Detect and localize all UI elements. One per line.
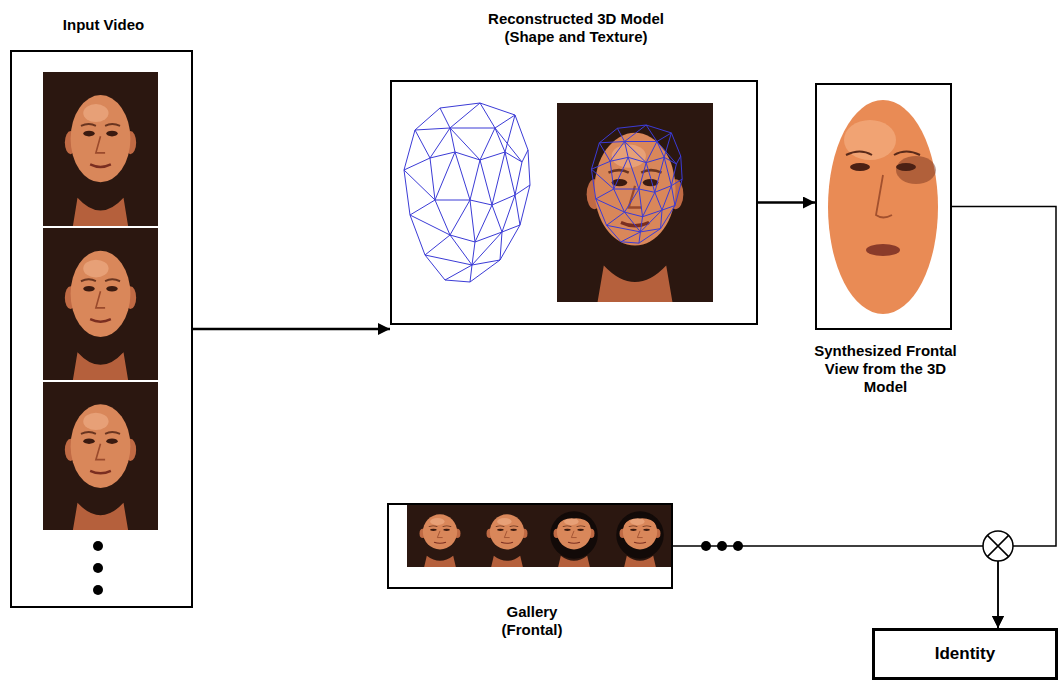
synthesized-face	[828, 100, 938, 314]
gallery-faces	[407, 505, 673, 567]
match-operator	[983, 531, 1013, 561]
flow-arrow	[193, 328, 390, 331]
video-frames	[43, 228, 158, 380]
gallery-faces	[541, 505, 607, 567]
gallery-dots	[733, 541, 743, 551]
wireframe-mesh	[404, 103, 530, 282]
synthesized-face	[850, 163, 870, 171]
video-frames	[43, 72, 158, 226]
gallery-faces	[607, 505, 673, 567]
synthesized-face	[828, 100, 938, 314]
flow-arrow	[673, 546, 998, 628]
flow-arrow	[758, 201, 815, 204]
gallery-faces	[407, 505, 473, 567]
gallery-dots	[701, 541, 711, 551]
video-frames	[43, 72, 158, 530]
box-caption: Input Video	[12, 16, 195, 34]
textured-face-mesh	[557, 103, 713, 302]
textured-face-mesh	[557, 103, 713, 302]
continuation-dots	[93, 563, 103, 573]
gallery-faces	[407, 505, 673, 567]
continuation-dots	[93, 585, 103, 595]
gallery-dots	[701, 541, 743, 551]
synthesized-face	[844, 120, 896, 160]
wireframe-mesh	[404, 103, 530, 282]
identity-box: Identity	[872, 628, 1058, 680]
model-box: Reconstructed 3D Model (Shape and Textur…	[390, 80, 758, 325]
flow-arrow	[952, 207, 1056, 629]
synthesized-face	[866, 244, 900, 256]
textured-face-mesh	[591, 125, 682, 243]
match-operator	[983, 531, 1013, 561]
box-label: Identity	[935, 644, 995, 664]
box-caption: Gallery (Frontal)	[482, 603, 582, 639]
video-frame-box: Input Video	[10, 50, 193, 608]
continuation-dots	[93, 541, 103, 595]
video-frames	[43, 382, 158, 530]
synthesized-face	[876, 175, 892, 218]
gallery-dots	[717, 541, 727, 551]
continuation-dots	[93, 541, 103, 551]
synthesized-face	[894, 152, 920, 156]
synthesized-face	[896, 163, 916, 171]
synthesized-face	[896, 156, 936, 184]
box-caption: Reconstructed 3D Model (Shape and Textur…	[471, 10, 681, 46]
gallery-box: Gallery (Frontal)	[387, 503, 673, 589]
box-caption: Synthesized Frontal View from the 3D Mod…	[811, 342, 961, 396]
gallery-faces	[474, 505, 540, 567]
match-operator	[987, 535, 1008, 556]
synthesized-face	[846, 152, 872, 156]
frontal-view-box: Synthesized Frontal View from the 3D Mod…	[815, 83, 952, 330]
